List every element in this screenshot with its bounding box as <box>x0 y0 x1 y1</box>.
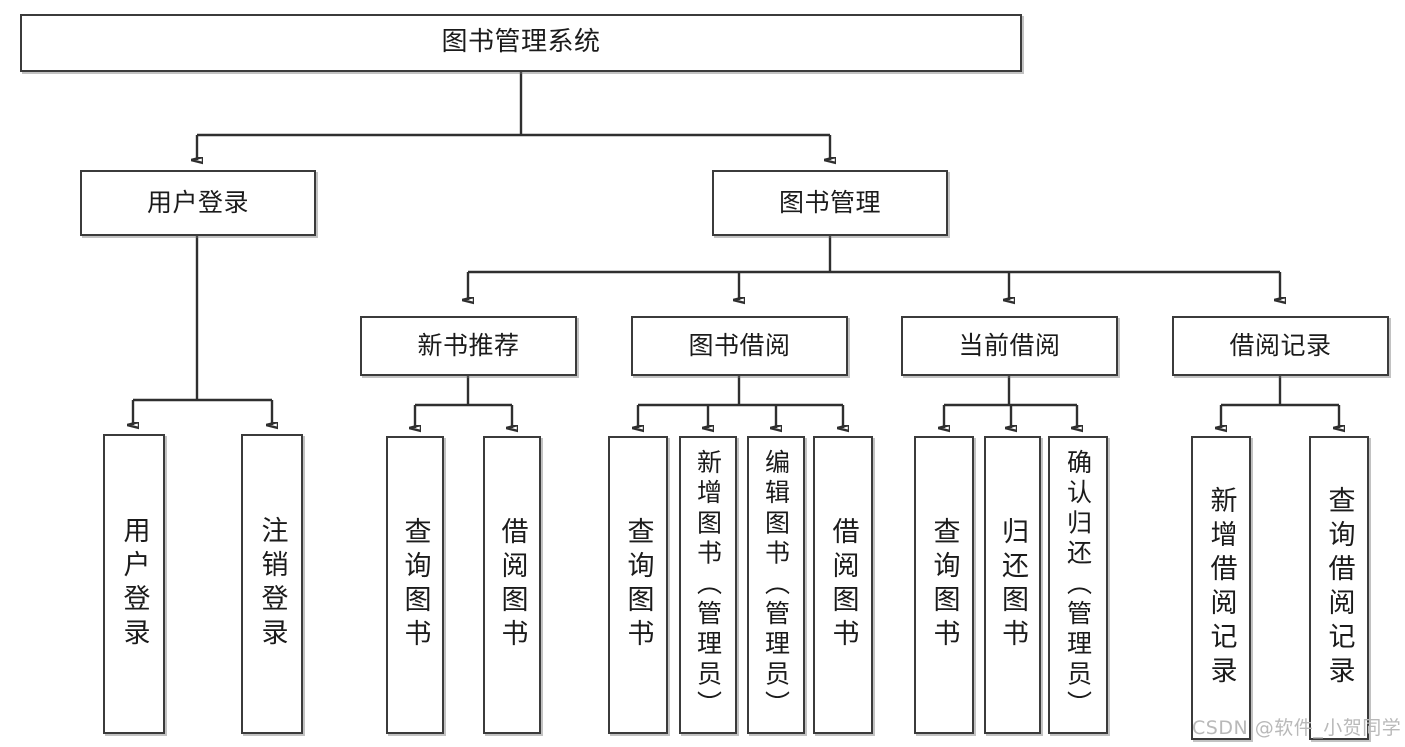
leaf-record-add-record[interactable]: 新增借阅记录 <box>1191 436 1251 740</box>
leaf-borrow-add-book-admin-label: 新增图书（管理员） <box>693 449 723 721</box>
leaf-record-add-record-label: 新增借阅记录 <box>1205 486 1237 690</box>
leaf-current-confirm-return-admin-label: 确认归还（管理员） <box>1063 449 1093 721</box>
leaf-new-book-borrow[interactable]: 借阅图书 <box>483 436 541 734</box>
node-borrow-record[interactable]: 借阅记录 <box>1172 316 1389 376</box>
leaf-new-book-query-label: 查询图书 <box>399 517 431 653</box>
node-book-borrow-label: 图书借阅 <box>688 330 791 360</box>
leaf-current-confirm-return-admin[interactable]: 确认归还（管理员） <box>1048 436 1108 734</box>
leaf-record-query-record[interactable]: 查询借阅记录 <box>1309 436 1369 740</box>
node-book-management[interactable]: 图书管理 <box>712 170 948 236</box>
leaf-borrow-query-book[interactable]: 查询图书 <box>608 436 668 734</box>
leaf-borrow-edit-book-admin-label: 编辑图书（管理员） <box>761 449 791 721</box>
leaf-user-login-login-label: 用户登录 <box>118 516 150 652</box>
node-book-borrow[interactable]: 图书借阅 <box>631 316 848 376</box>
node-borrow-record-label: 借阅记录 <box>1229 330 1332 360</box>
node-new-book-recommend-label: 新书推荐 <box>417 330 520 360</box>
leaf-current-query-book-label: 查询图书 <box>928 517 960 653</box>
node-current-borrow-label: 当前借阅 <box>958 330 1061 360</box>
node-root-label: 图书管理系统 <box>441 27 601 58</box>
leaf-borrow-add-book-admin[interactable]: 新增图书（管理员） <box>679 436 737 734</box>
leaf-user-login-logout[interactable]: 注销登录 <box>241 434 303 734</box>
leaf-current-return-book[interactable]: 归还图书 <box>984 436 1041 734</box>
leaf-borrow-borrow-book[interactable]: 借阅图书 <box>813 436 873 734</box>
node-user-login[interactable]: 用户登录 <box>80 170 316 236</box>
leaf-current-query-book[interactable]: 查询图书 <box>914 436 974 734</box>
leaf-current-return-book-label: 归还图书 <box>997 517 1028 653</box>
node-root[interactable]: 图书管理系统 <box>20 14 1022 72</box>
leaf-record-query-record-label: 查询借阅记录 <box>1323 486 1355 690</box>
node-book-management-label: 图书管理 <box>778 187 881 217</box>
node-user-login-label: 用户登录 <box>146 187 249 217</box>
leaf-new-book-query[interactable]: 查询图书 <box>386 436 444 734</box>
leaf-borrow-query-book-label: 查询图书 <box>622 517 654 653</box>
leaf-borrow-borrow-book-label: 借阅图书 <box>827 517 859 653</box>
leaf-new-book-borrow-label: 借阅图书 <box>496 517 528 653</box>
leaf-user-login-login[interactable]: 用户登录 <box>103 434 165 734</box>
leaf-borrow-edit-book-admin[interactable]: 编辑图书（管理员） <box>747 436 805 734</box>
leaf-user-login-logout-label: 注销登录 <box>256 516 288 652</box>
node-current-borrow[interactable]: 当前借阅 <box>901 316 1118 376</box>
node-new-book-recommend[interactable]: 新书推荐 <box>360 316 577 376</box>
